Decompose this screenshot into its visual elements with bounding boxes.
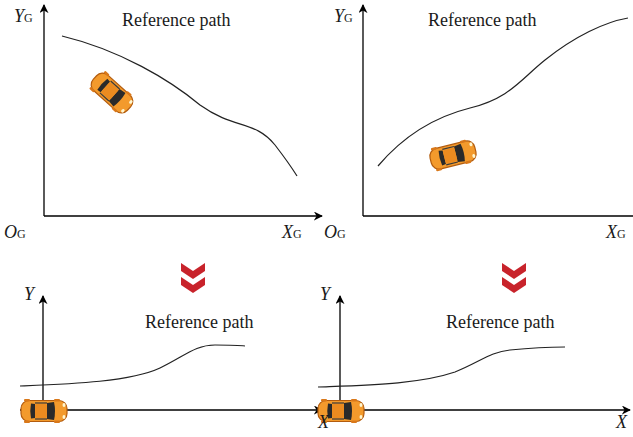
- vehicle-axes: [318, 296, 630, 410]
- origin-label: OG: [324, 222, 346, 244]
- global-axes: [44, 5, 322, 216]
- y-axis: [362, 5, 363, 216]
- reference-curve: [20, 345, 245, 386]
- axis-label: XG: [606, 222, 626, 244]
- reference-curve: [318, 347, 565, 387]
- axis-label: Y: [320, 284, 330, 306]
- path-label: Reference path: [446, 312, 554, 334]
- car-icon: [428, 138, 478, 172]
- y-axis: [42, 296, 43, 410]
- axis-label: X: [318, 412, 329, 434]
- y-axis: [339, 296, 340, 410]
- down-chevrons: [181, 263, 205, 293]
- down-chevrons: [502, 263, 526, 293]
- x-axis: [44, 215, 322, 216]
- path-label: Reference path: [428, 10, 536, 32]
- y-axis: [43, 5, 44, 216]
- axis-label: XG: [282, 222, 302, 244]
- global-axes: [363, 5, 633, 216]
- origin-label: OG: [4, 222, 26, 244]
- axis-label: X: [616, 412, 627, 434]
- axis-label: YG: [14, 6, 33, 28]
- path-label: Reference path: [122, 10, 230, 32]
- axis-label: Y: [24, 284, 34, 306]
- axis-label: YG: [334, 6, 353, 28]
- vehicle-axes: [20, 296, 322, 410]
- path-label: Reference path: [145, 312, 253, 334]
- reference-curve: [378, 18, 628, 166]
- x-axis: [318, 409, 630, 410]
- x-axis: [363, 215, 633, 216]
- car-icon: [87, 69, 137, 118]
- reference-curve: [62, 36, 297, 176]
- car-icon: [21, 399, 67, 423]
